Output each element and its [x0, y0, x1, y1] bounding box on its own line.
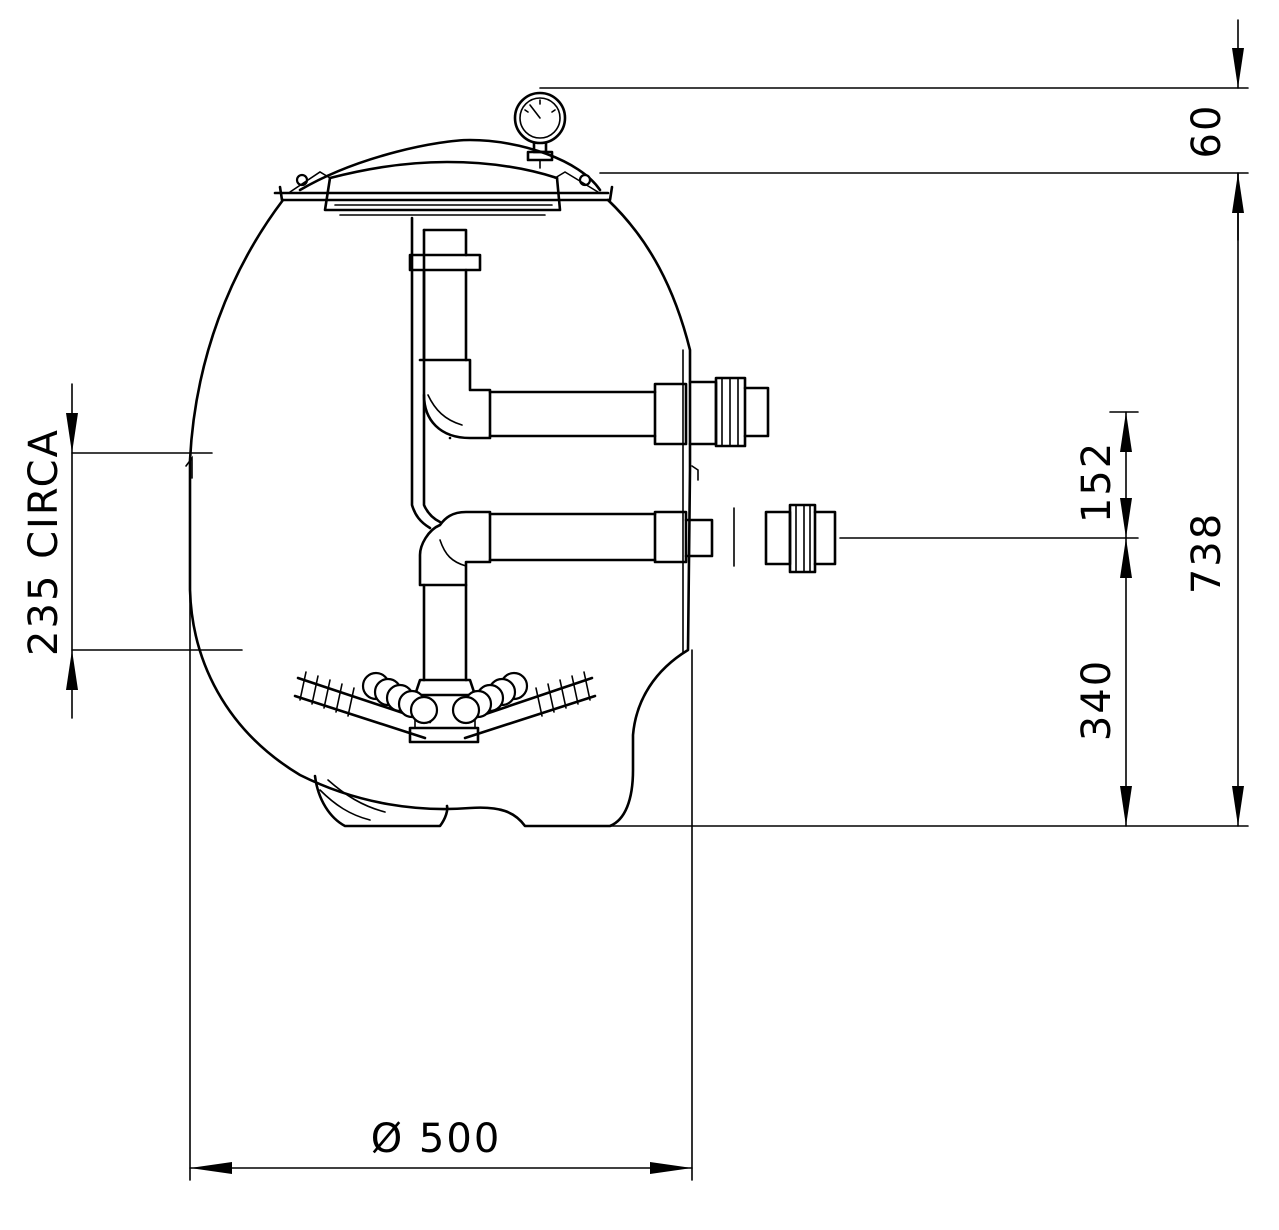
dimension-total-height: 738	[1184, 512, 1230, 594]
dimension-top-height: 60	[1184, 104, 1230, 159]
dimension-outlet-spacing: 152	[1074, 441, 1120, 523]
dimension-lateral-level: 235 CIRCA	[21, 428, 67, 656]
filter-lid	[273, 138, 614, 216]
central-pipe	[408, 216, 688, 744]
upper-union-fitting	[688, 376, 770, 448]
dimension-lines	[71, 19, 1249, 1181]
dimension-inlet-height: 340	[1074, 659, 1120, 741]
filter-tank	[185, 198, 699, 828]
laterals-left	[293, 671, 439, 740]
pressure-gauge	[513, 91, 567, 169]
laterals-right	[451, 671, 597, 740]
dimension-diameter: Ø 500	[371, 1116, 502, 1162]
lower-union-fitting	[684, 503, 837, 574]
dimension-arrows	[66, 48, 1244, 1174]
